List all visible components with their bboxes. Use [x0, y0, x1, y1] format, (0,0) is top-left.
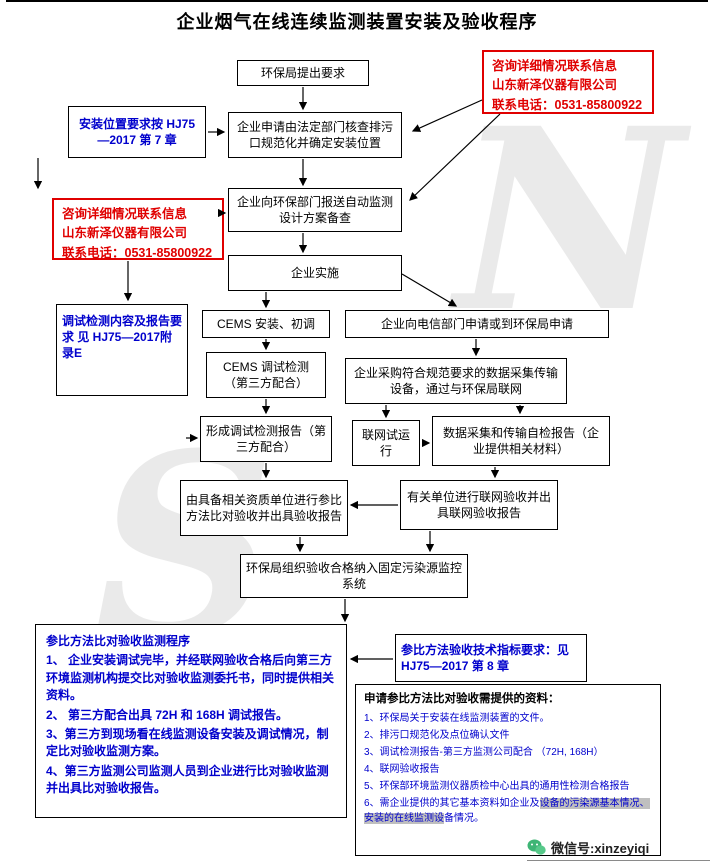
materials-item: 3、调试检测报告-第三方监测公司配合 （72H, 168H）	[364, 747, 604, 759]
materials-item: 6、需企业提供的其它基本资料如企业及设备的污染源基本情况、安装的在线监测设备情况…	[364, 796, 652, 826]
node-enterprise-implement: 企业实施	[228, 255, 402, 291]
materials-item: 5、环保部环境监测仪器质检中心出具的通用性检测合格报告	[364, 781, 630, 793]
materials-item6-part3: 备情况。	[444, 813, 484, 825]
node-apply-outlet-check: 企业申请由法定部门核查排污口规范化并确定安装位置	[228, 112, 402, 158]
contact-line: 咨询详细情况联系信息	[62, 207, 188, 221]
page-top-rule	[6, 0, 708, 2]
node-telecom-apply: 企业向电信部门申请或到环保局申请	[345, 310, 609, 338]
materials-box: 申请参比方法比对验收需提供的资料： 1、环保局关于安装在线监测装置的文件。 2、…	[355, 684, 661, 856]
watermark-letter-n: N	[455, 73, 684, 367]
ref-procedure-item: 1、 企业安装调试完毕，并经联网验收合格后向第三方环境监测机构提交比对验收监测委…	[46, 653, 335, 703]
contact-line: 联系电话：0531-85800922	[492, 97, 643, 112]
node-epb-request: 环保局提出要求	[237, 60, 369, 86]
wechat-icon	[527, 839, 546, 855]
contact-line: 联系电话：0531-85800922	[62, 245, 213, 260]
wechat-label: 微信号:xinzeyiqi	[551, 841, 650, 856]
materials-item: 1、环保局关于安装在线监测装置的文件。	[364, 713, 550, 725]
ref-procedure-title: 参比方法比对验收监测程序	[46, 634, 191, 648]
materials-item6-part1: 6、需企业提供的其它基本资料如企业及	[364, 798, 540, 810]
ref-procedure-item: 2、 第三方配合出具 72H 和 168H 调试报告。	[46, 707, 289, 722]
node-cems-debug-test: CEMS 调试检测（第三方配合）	[206, 352, 326, 398]
materials-item: 4、联网验收报告	[364, 764, 440, 776]
footer-divider-line	[527, 860, 710, 861]
node-debug-test-report: 形成调试检测报告（第三方配合）	[200, 416, 332, 462]
materials-item: 2、排污口规范化及点位确认文件	[364, 730, 510, 742]
page-title: 企业烟气在线连续监测装置安装及验收程序	[176, 12, 538, 32]
node-cems-install: CEMS 安装、初调	[202, 310, 330, 338]
node-reference-method-acceptance: 由具备相关资质单位进行参比方法比对验收并出具验收报告	[180, 480, 348, 536]
node-report-design-plan: 企业向环保部门报送自动监测设计方案备查	[228, 188, 402, 232]
node-data-self-check-report: 数据采集和传输自检报告（企业提供相关材料）	[432, 416, 610, 466]
ref-procedure-item: 3、第三方到现场看在线监测设备安装及调试情况，制定比对验收监测方案。	[46, 726, 329, 759]
wechat-row: 微信号:xinzeyiqi	[527, 838, 649, 857]
contact-line: 咨询详细情况联系信息	[492, 59, 618, 73]
note-ref-procedure: 参比方法比对验收监测程序 1、 企业安装调试完毕，并经联网验收合格后向第三方环境…	[35, 624, 347, 818]
note-install-position-req: 安装位置要求按 HJ75—2017 第 7 章	[68, 106, 206, 158]
contact-box-top: 咨询详细情况联系信息 山东新泽仪器有限公司 联系电话：0531-85800922	[482, 50, 654, 114]
node-epb-organize-acceptance: 环保局组织验收合格纳入固定污染源监控系统	[240, 554, 468, 598]
node-network-acceptance: 有关单位进行联网验收并出具联网验收报告	[400, 480, 558, 530]
node-network-trial-run: 联网试运行	[352, 420, 420, 466]
node-purchase-data-equipment: 企业采购符合规范要求的数据采集传输设备，通过与环保局联网	[345, 358, 567, 404]
note-tech-indicator-req: 参比方法验收技术指标要求：见 HJ75—2017 第 8 章	[395, 634, 587, 682]
ref-procedure-item: 4、第三方监测公司监测人员到企业进行比对验收监测并出具比对验收报告。	[46, 763, 329, 796]
note-debug-test-req: 调试检测内容及报告要求 见 HJ75—2017附录E	[56, 304, 188, 396]
contact-line: 山东新泽仪器有限公司	[492, 78, 618, 93]
contact-box-left: 咨询详细情况联系信息 山东新泽仪器有限公司 联系电话：0531-85800922	[52, 198, 224, 260]
materials-title: 申请参比方法比对验收需提供的资料：	[364, 693, 560, 705]
contact-line: 山东新泽仪器有限公司	[62, 226, 188, 241]
